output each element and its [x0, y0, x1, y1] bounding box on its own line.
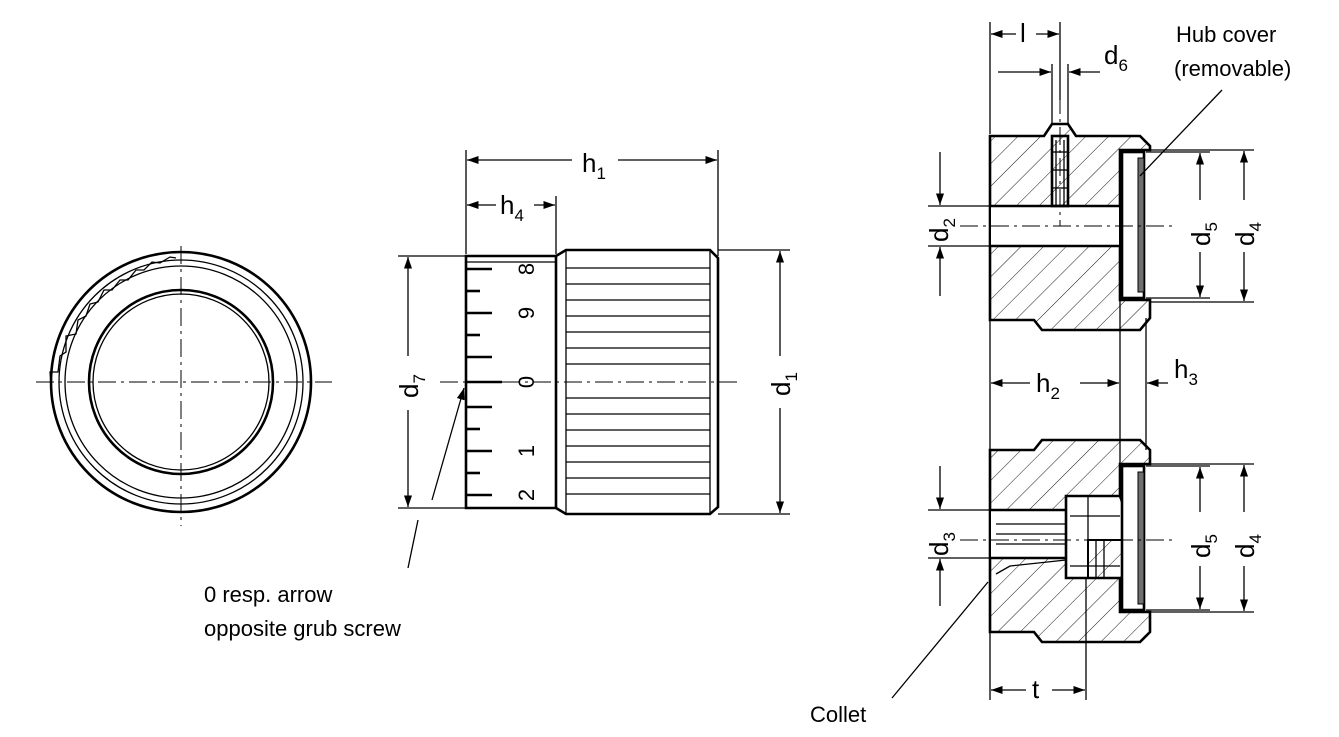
- svg-text:d6: d6: [1104, 40, 1128, 75]
- svg-text:d1: d1: [766, 372, 801, 396]
- scale-number-1: 1: [514, 445, 539, 457]
- label-l: l: [1020, 18, 1026, 48]
- scale-number-9: 9: [514, 307, 539, 319]
- svg-text:h1: h1: [582, 148, 606, 183]
- annotation-collet: Collet: [810, 702, 866, 727]
- scale-number-0: 0: [514, 376, 539, 388]
- svg-text:d2: d2: [924, 218, 959, 242]
- svg-text:d7: d7: [394, 374, 429, 398]
- section-view-bottom: [960, 438, 1172, 644]
- label-d2: d2: [924, 218, 959, 242]
- scale-number-8: 8: [514, 263, 539, 275]
- label-h4: h4: [500, 190, 524, 225]
- annotation-zero-arrow-line2: opposite grub screw: [204, 616, 401, 641]
- scale-ticks: [466, 267, 502, 497]
- section-dimensions: [891, 22, 1254, 700]
- label-d1: d1: [766, 372, 801, 396]
- annotation-hub-cover-line2: (removable): [1174, 56, 1291, 81]
- label-d5-bottom: d5: [1186, 534, 1221, 558]
- annotation-hub-cover-line1: Hub cover: [1176, 22, 1276, 47]
- knurl-lines: [566, 267, 710, 495]
- svg-text:d4: d4: [1230, 222, 1265, 246]
- label-d5-top: d5: [1186, 222, 1221, 246]
- label-d6: d6: [1104, 40, 1128, 75]
- label-t: t: [1032, 674, 1040, 704]
- label-h1: h1: [582, 148, 606, 183]
- label-d4-bottom: d4: [1230, 534, 1265, 558]
- svg-text:d3: d3: [924, 532, 959, 556]
- scale-number-2: 2: [514, 489, 539, 501]
- svg-text:h2: h2: [1036, 368, 1060, 403]
- label-d7: d7: [394, 374, 429, 398]
- svg-text:t: t: [1032, 674, 1040, 704]
- svg-text:h3: h3: [1174, 354, 1198, 389]
- knurl-teeth: [49, 256, 177, 397]
- svg-text:l: l: [1020, 18, 1026, 48]
- label-h2: h2: [1036, 368, 1060, 403]
- svg-text:d4: d4: [1230, 534, 1265, 558]
- svg-text:d5: d5: [1186, 534, 1221, 558]
- section-view-top: [960, 96, 1172, 332]
- front-view: [36, 246, 332, 526]
- side-view: 8 9 0 1 2: [398, 150, 790, 569]
- svg-text:d5: d5: [1186, 222, 1221, 246]
- label-d4-top: d4: [1230, 222, 1265, 246]
- label-h3: h3: [1174, 354, 1198, 389]
- label-d3: d3: [924, 532, 959, 556]
- svg-text:h4: h4: [500, 190, 524, 225]
- annotation-zero-arrow-line1: 0 resp. arrow: [204, 582, 332, 607]
